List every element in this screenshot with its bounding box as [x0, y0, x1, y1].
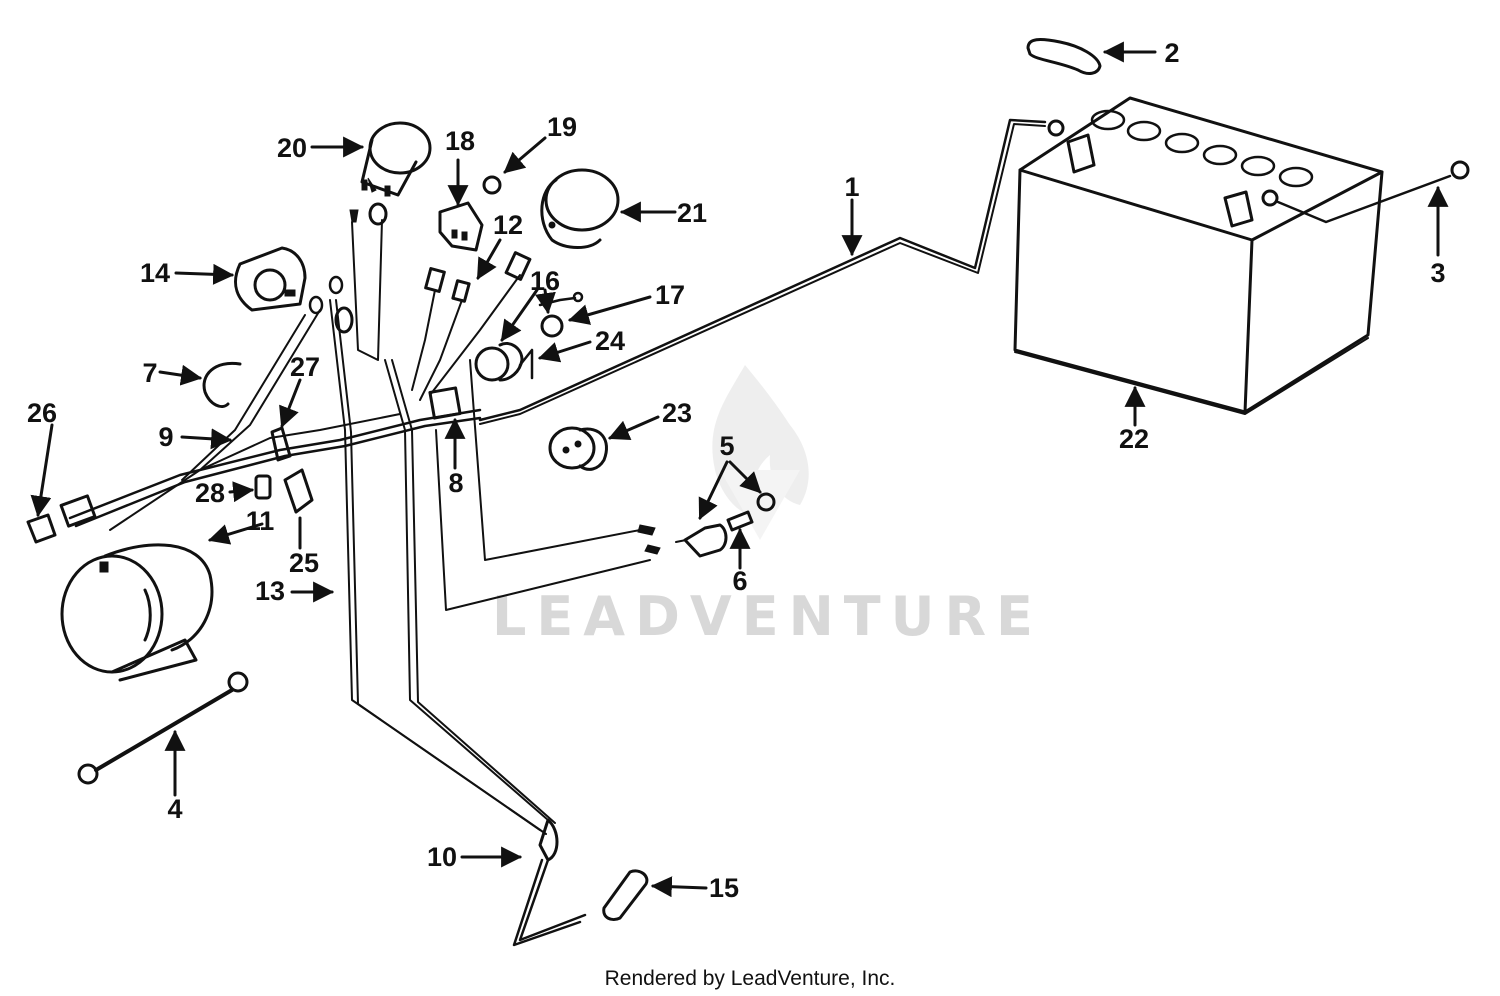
callout-12: 12: [493, 210, 523, 240]
retainer-clip: [202, 361, 242, 408]
battery-cell-caps: [1090, 109, 1314, 188]
wire-harness: [59, 202, 661, 947]
positive-battery-cable: [478, 118, 1065, 425]
callout-4: 4: [167, 794, 182, 824]
headlight-bulb: [602, 869, 649, 922]
watermark-text: LEADVENTURE: [492, 585, 1043, 648]
callout-21: 21: [677, 198, 707, 228]
battery: [1013, 96, 1384, 415]
terminal-cover: [1026, 38, 1102, 75]
light-switch: [234, 246, 307, 312]
callout-1: 1: [844, 172, 859, 202]
oil-gauge: [540, 168, 620, 249]
callout-19: 19: [547, 112, 577, 142]
callout-17: 17: [655, 280, 685, 310]
light-socket: [474, 291, 584, 382]
callout-24: 24: [595, 326, 625, 356]
fuse-holder: [675, 492, 776, 558]
callout-23: 23: [662, 398, 692, 428]
callout-25: 25: [289, 548, 319, 578]
callout-10: 10: [427, 842, 457, 872]
resistor: [254, 474, 272, 500]
connector-body: [26, 513, 57, 544]
nut: [482, 175, 502, 195]
callout-28: 28: [195, 478, 225, 508]
callout-27: 27: [290, 352, 320, 382]
callout-13: 13: [255, 576, 285, 606]
relay: [283, 468, 314, 514]
callout-8: 8: [448, 468, 463, 498]
indicator-lamp: [548, 426, 608, 471]
ignition-switch: [438, 201, 484, 252]
starter-motor: [60, 543, 214, 682]
callout-11: 11: [246, 506, 275, 536]
callout-14: 14: [140, 258, 170, 288]
callout-22: 22: [1119, 424, 1149, 454]
negative-terminal: [1223, 190, 1254, 228]
callout-9: 9: [158, 422, 173, 452]
callout-15: 15: [709, 873, 739, 903]
callout-26: 26: [27, 398, 57, 428]
negative-battery-cable: [1261, 160, 1470, 224]
positive-terminal: [1066, 133, 1096, 174]
callout-arrows: [30, 41, 1449, 898]
callout-2: 2: [1164, 38, 1179, 68]
callout-labels: 1 2 3 4 5 6 7 8 9 10 11 12 13 14 15 16 1…: [27, 38, 1446, 903]
callout-18: 18: [445, 126, 475, 156]
callout-6: 6: [732, 566, 747, 596]
callout-7: 7: [142, 358, 157, 388]
callout-3: 3: [1430, 258, 1445, 288]
callout-5: 5: [719, 431, 734, 461]
ammeter-gauge: [360, 121, 432, 197]
footer-credit: Rendered by LeadVenture, Inc.: [605, 967, 896, 990]
callout-16: 16: [530, 266, 560, 296]
ground-cable: [77, 671, 249, 785]
callout-20: 20: [277, 133, 307, 163]
watermark: LEADVENTURE: [492, 365, 1043, 648]
